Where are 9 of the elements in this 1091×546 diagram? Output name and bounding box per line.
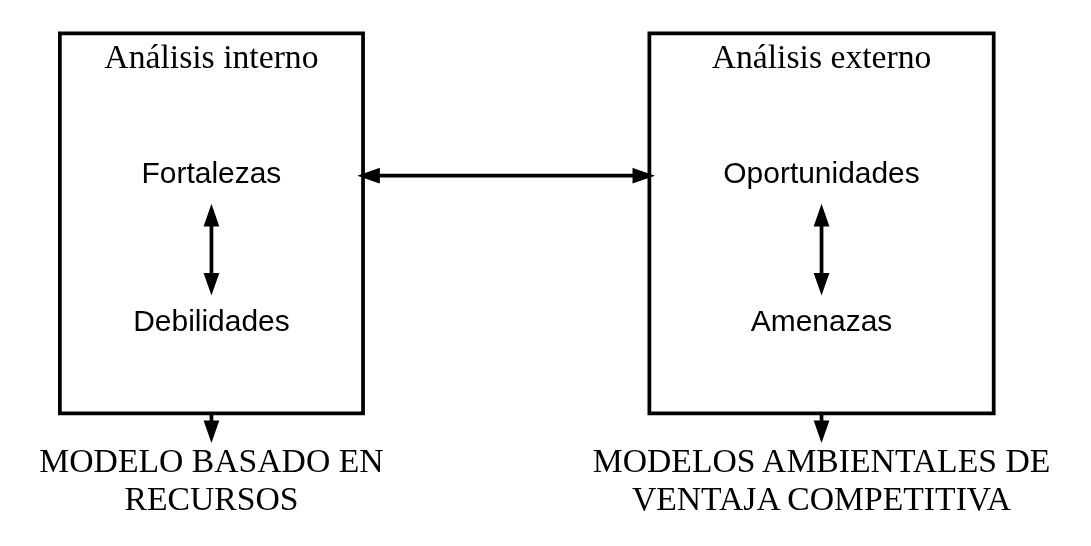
node-text: Debilidades: [133, 303, 290, 337]
node-text: MODELOS AMBIENTALES DE VENTAJA COMPETITIVA: [592, 442, 1051, 517]
arrow: [357, 167, 656, 184]
arrow: [203, 203, 220, 296]
node-text: MODELO BASADO EN RECURSOS: [39, 442, 384, 517]
node-text: Amenazas: [750, 303, 893, 337]
arrow: [813, 203, 830, 296]
node-text: Oportunidades: [723, 155, 920, 189]
node-text: Fortalezas: [141, 155, 282, 189]
